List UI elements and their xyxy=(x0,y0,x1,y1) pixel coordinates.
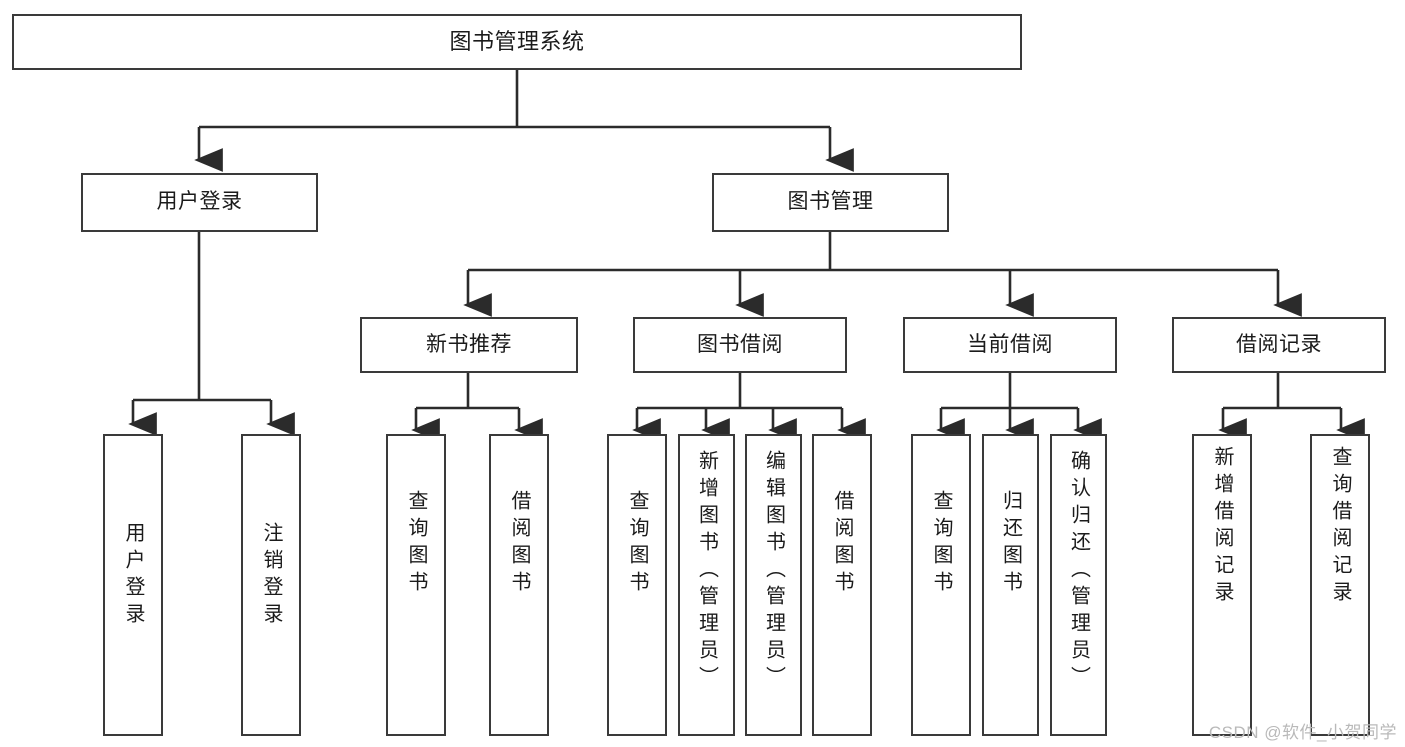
leaf-borrow-record-add-record[interactable]: 新增借阅记录 xyxy=(1192,434,1252,736)
node-label: 查询图书 xyxy=(930,490,952,598)
node-label: 借阅图书 xyxy=(508,490,530,598)
watermark-text: CSDN @软件_小贺同学 xyxy=(1208,723,1397,742)
node-label: 查询借阅记录 xyxy=(1329,446,1351,608)
node-user-login[interactable]: 用户登录 xyxy=(81,173,318,232)
leaf-current-borrow-confirm-return-admin[interactable]: 确认归还（管理员） xyxy=(1050,434,1107,736)
node-label: 图书借阅 xyxy=(697,332,783,356)
leaf-current-borrow-return-book[interactable]: 归还图书 xyxy=(982,434,1039,736)
leaf-new-book-borrow-book[interactable]: 借阅图书 xyxy=(489,434,549,736)
node-label: 编辑图书（管理员） xyxy=(762,450,785,693)
node-label: 用户登录 xyxy=(156,190,243,214)
node-label: 注销登录 xyxy=(260,522,282,630)
leaf-book-borrow-borrow-book[interactable]: 借阅图书 xyxy=(812,434,872,736)
node-label: 新书推荐 xyxy=(426,332,512,356)
node-label: 图书管理 xyxy=(787,190,874,214)
node-label: 新增借阅记录 xyxy=(1211,446,1233,608)
node-label: 新增图书（管理员） xyxy=(695,450,718,693)
node-new-book-recommend[interactable]: 新书推荐 xyxy=(360,317,578,373)
node-book-management[interactable]: 图书管理 xyxy=(712,173,949,232)
node-book-borrow[interactable]: 图书借阅 xyxy=(633,317,847,373)
leaf-user-login-login[interactable]: 用户登录 xyxy=(103,434,163,736)
node-label: 归还图书 xyxy=(999,490,1022,598)
node-label: 当前借阅 xyxy=(967,332,1053,356)
node-label: 确认归还（管理员） xyxy=(1067,450,1090,693)
node-root-system[interactable]: 图书管理系统 xyxy=(12,14,1022,70)
node-label: 用户登录 xyxy=(122,522,144,630)
node-label: 借阅图书 xyxy=(831,490,853,598)
leaf-current-borrow-query-book[interactable]: 查询图书 xyxy=(911,434,971,736)
leaf-book-borrow-add-book-admin[interactable]: 新增图书（管理员） xyxy=(678,434,735,736)
leaf-user-login-logout[interactable]: 注销登录 xyxy=(241,434,301,736)
node-borrow-record[interactable]: 借阅记录 xyxy=(1172,317,1386,373)
leaf-borrow-record-query-record[interactable]: 查询借阅记录 xyxy=(1310,434,1370,736)
leaf-book-borrow-edit-book-admin[interactable]: 编辑图书（管理员） xyxy=(745,434,802,736)
leaf-book-borrow-query-book[interactable]: 查询图书 xyxy=(607,434,667,736)
node-label: 查询图书 xyxy=(405,490,427,598)
node-current-borrow[interactable]: 当前借阅 xyxy=(903,317,1117,373)
node-label: 借阅记录 xyxy=(1236,332,1322,356)
node-label: 查询图书 xyxy=(626,490,648,598)
leaf-new-book-query-book[interactable]: 查询图书 xyxy=(386,434,446,736)
node-label: 图书管理系统 xyxy=(449,29,585,55)
